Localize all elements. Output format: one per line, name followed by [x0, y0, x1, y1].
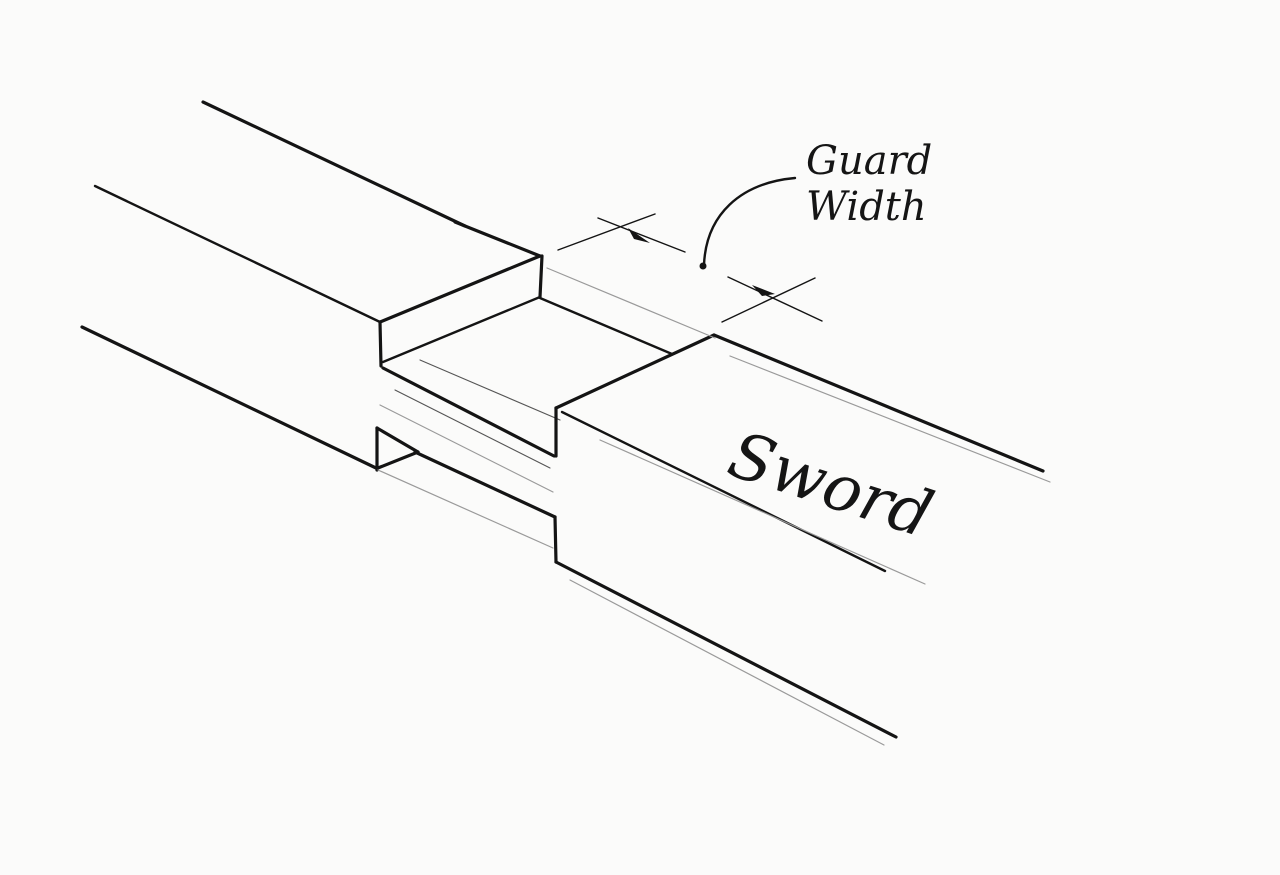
- left-bar-end-left-edge: [378, 320, 383, 368]
- dimension-arrow-left: [628, 228, 650, 243]
- seat-front-edge: [381, 366, 556, 458]
- seat-pencil-line-3: [379, 404, 554, 493]
- lower-step-edge: [413, 450, 557, 519]
- left-bar-end-right-edge: [538, 254, 544, 299]
- left-bar-top-front-edge: [93, 184, 382, 324]
- right-bar-bottom-edge: [554, 560, 898, 739]
- guard-width-label: Guard Width: [806, 138, 936, 230]
- left-bar-end-bottom-edge: [381, 295, 542, 364]
- left-bar-top-back-edge-end: [453, 220, 542, 258]
- guard-seat: [375, 296, 674, 564]
- right-bar-top-front-edge: [560, 410, 887, 573]
- right-bar-bottom-pencil: [569, 579, 885, 746]
- left-bar-bottom-edge: [80, 325, 378, 470]
- seat-pencil-line-1: [394, 389, 551, 469]
- right-bar-end-top-edge: [554, 333, 716, 410]
- left-bar-end-top-edge: [378, 254, 542, 324]
- leader-dot: [699, 262, 707, 270]
- guard-label-line-2: Width: [806, 184, 927, 230]
- guard-width-pencil: [546, 267, 716, 339]
- dimension-extension-right: [721, 277, 816, 323]
- dimension-extension-left: [557, 213, 656, 251]
- dimension-arrow-right: [752, 285, 775, 296]
- right-bar-top-back-pencil: [729, 355, 1051, 483]
- lower-step-pencil-line: [377, 469, 554, 549]
- right-bar-top-back-edge: [712, 333, 1045, 473]
- notch-top-edge: [375, 426, 420, 454]
- right-bar: [554, 333, 1051, 746]
- seat-back-edge: [538, 296, 674, 356]
- guard-label-line-1: Guard: [806, 138, 933, 184]
- left-bar-top-back-edge: [201, 100, 467, 228]
- dimension-line-right: [727, 276, 823, 322]
- right-bar-top-front-pencil: [599, 439, 926, 585]
- notch-diagonal-edge: [376, 450, 420, 470]
- leader-line: [702, 176, 797, 267]
- seat-pencil-line-2: [419, 359, 561, 421]
- lower-step-right-edge: [553, 515, 558, 564]
- left-bar: [80, 100, 544, 470]
- guard-width-dimension: [546, 176, 823, 339]
- dimension-line-left: [597, 217, 686, 253]
